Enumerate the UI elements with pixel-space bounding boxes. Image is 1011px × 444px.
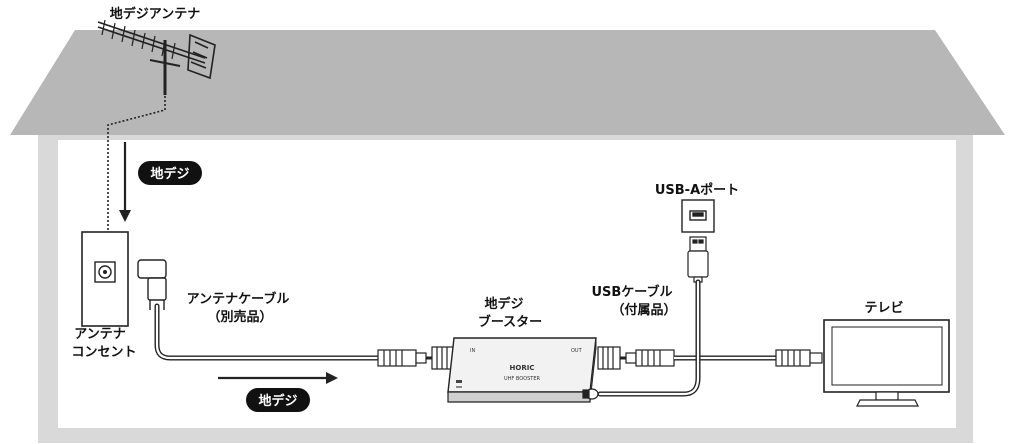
antenna-cable-label-line2: （別売品） <box>207 309 272 325</box>
outlet-label-line2: コンセント <box>71 345 136 360</box>
usb-plug-icon <box>687 236 709 283</box>
antenna-icon <box>97 19 216 95</box>
booster-label-line2: ブースター <box>478 314 542 330</box>
svg-text:HORIC: HORIC <box>510 364 535 372</box>
outlet-label-line1: アンテナ <box>74 327 125 342</box>
signal-right-badge: 地デジ <box>246 388 310 412</box>
signal-right-arrow <box>218 372 338 384</box>
svg-text:IN: IN <box>470 348 475 354</box>
tv-label: テレビ <box>864 300 903 316</box>
usb-port-label: USB-Aポート <box>655 182 739 198</box>
svg-text:UHF BOOSTER: UHF BOOSTER <box>504 376 540 382</box>
booster-device: IN OUT HORIC UHF BOOSTER <box>447 337 597 403</box>
signal-down-badge: 地デジ <box>138 161 202 185</box>
house-roof <box>10 30 1005 135</box>
svg-text:地デジ: 地デジ <box>258 393 297 409</box>
svg-text:OUT: OUT <box>571 348 583 354</box>
antenna-cable-label-line1: アンテナケーブル <box>187 291 290 307</box>
input-connector-icon <box>377 346 455 370</box>
tv-icon <box>823 319 950 407</box>
usb-cable-label-line1: USBケーブル <box>591 284 672 300</box>
antenna-label: 地デジアンテナ <box>110 6 200 22</box>
antenna-outlet <box>81 231 129 327</box>
signal-down-arrow <box>119 142 131 222</box>
booster-label-line1: 地デジ <box>484 296 523 312</box>
usb-micro-plug-icon <box>582 388 599 400</box>
output-connector-icon <box>597 346 675 370</box>
antenna-feed-line <box>107 92 166 232</box>
usb-cable-label-line2: （付属品） <box>611 302 676 318</box>
angle-connector-icon <box>137 259 167 310</box>
usb-port-icon <box>681 199 715 233</box>
svg-text:地デジ: 地デジ <box>150 166 189 182</box>
tv-connector-icon <box>775 349 823 367</box>
